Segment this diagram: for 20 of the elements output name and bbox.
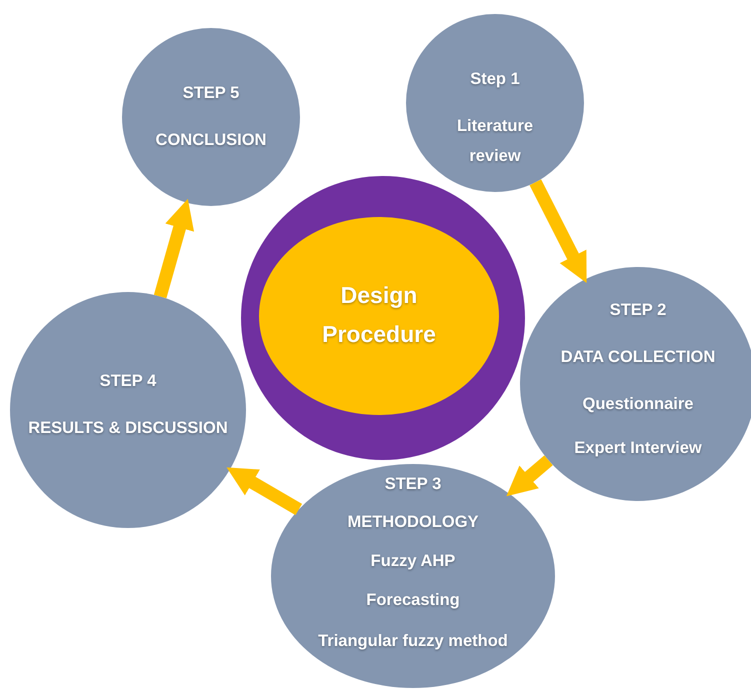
step-text: Forecasting xyxy=(365,590,461,611)
step-text: Literature review xyxy=(456,116,534,167)
step-text: RESULTS & DISCUSSION xyxy=(27,418,229,439)
step-text: DATA COLLECTION xyxy=(560,347,716,368)
block-arrow xyxy=(506,455,553,496)
block-arrow xyxy=(530,179,587,284)
step-text: Questionnaire xyxy=(582,394,694,415)
step-heading: STEP 5 xyxy=(182,83,240,104)
block-arrow xyxy=(154,198,194,298)
step-heading: Step 1 xyxy=(469,69,521,90)
step-text: Expert Interview xyxy=(573,438,703,459)
step-heading: STEP 2 xyxy=(608,300,668,321)
block-arrow xyxy=(226,467,302,516)
step-text: CONCLUSION xyxy=(154,130,268,151)
step-text: Fuzzy AHP xyxy=(370,551,456,572)
center-title: Design Procedure xyxy=(321,281,437,349)
step-text: METHODOLOGY xyxy=(346,512,480,533)
step-heading: STEP 4 xyxy=(98,371,158,392)
step-text: Triangular fuzzy method xyxy=(317,631,509,652)
step-heading: STEP 3 xyxy=(384,474,442,495)
